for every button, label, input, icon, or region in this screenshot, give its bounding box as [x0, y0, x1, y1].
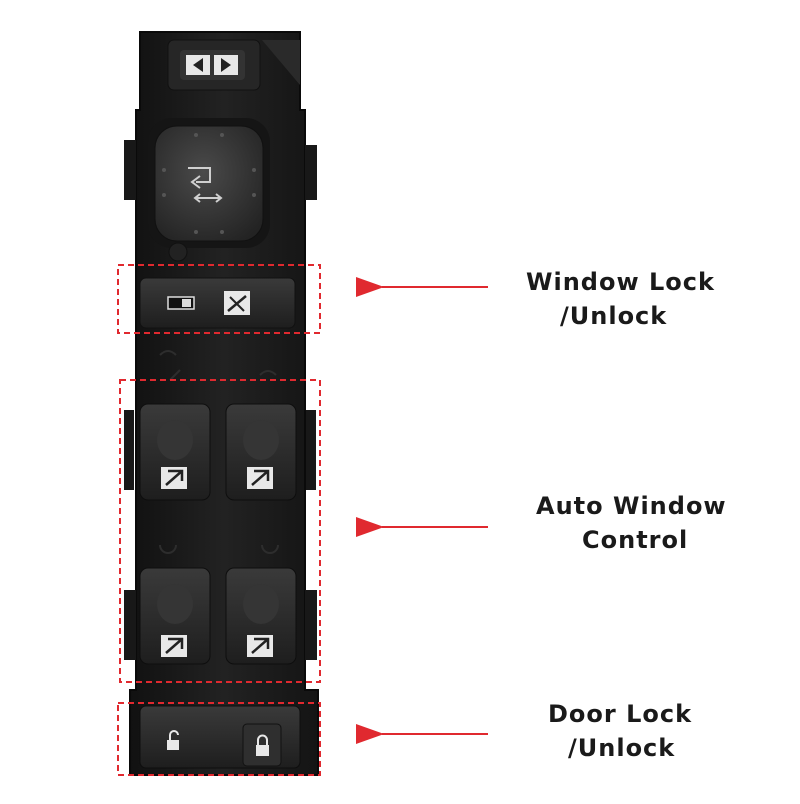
- callout-arrows: [356, 277, 488, 744]
- highlight-auto-window: [119, 379, 321, 683]
- window-lock-switch[interactable]: [139, 277, 296, 329]
- left-right-arrows-icon: [186, 55, 238, 75]
- window-up-down-icon: [161, 635, 187, 657]
- window-switch-rear-right[interactable]: [225, 567, 297, 665]
- callout-window-lock: Window Lock /Unlock: [526, 265, 715, 333]
- window-up-down-icon: [161, 467, 187, 489]
- callout-line2: Control: [582, 526, 689, 554]
- highlight-door-lock: [117, 702, 321, 776]
- window-switch-front-right[interactable]: [225, 403, 297, 501]
- callout-door-lock: Door Lock /Unlock: [548, 697, 692, 765]
- window-up-down-icon: [247, 467, 273, 489]
- callout-auto-window: Auto Window Control: [536, 489, 727, 557]
- callout-line1: Window Lock: [526, 268, 715, 296]
- panel-embossing: [159, 350, 279, 554]
- callout-line1: Auto Window: [536, 492, 727, 520]
- door-lock-switch[interactable]: [139, 705, 301, 769]
- window-switch-front-left[interactable]: [139, 403, 211, 501]
- callout-line1: Door Lock: [548, 700, 693, 728]
- callout-line2: /Unlock: [560, 302, 668, 330]
- callout-line2: /Unlock: [568, 734, 676, 762]
- highlight-boxes: [117, 264, 321, 776]
- mirror-adjust-joystick[interactable]: [148, 118, 270, 262]
- window-lock-icon: [224, 291, 250, 315]
- mirror-adjust-icon: [188, 167, 223, 203]
- locked-padlock-icon: [256, 734, 269, 756]
- highlight-window-lock: [117, 264, 321, 334]
- mirror-selector-switch[interactable]: [167, 39, 300, 91]
- unlocked-padlock-icon: [167, 730, 179, 750]
- window-switch-rear-left[interactable]: [139, 567, 211, 665]
- window-up-down-icon: [247, 635, 273, 657]
